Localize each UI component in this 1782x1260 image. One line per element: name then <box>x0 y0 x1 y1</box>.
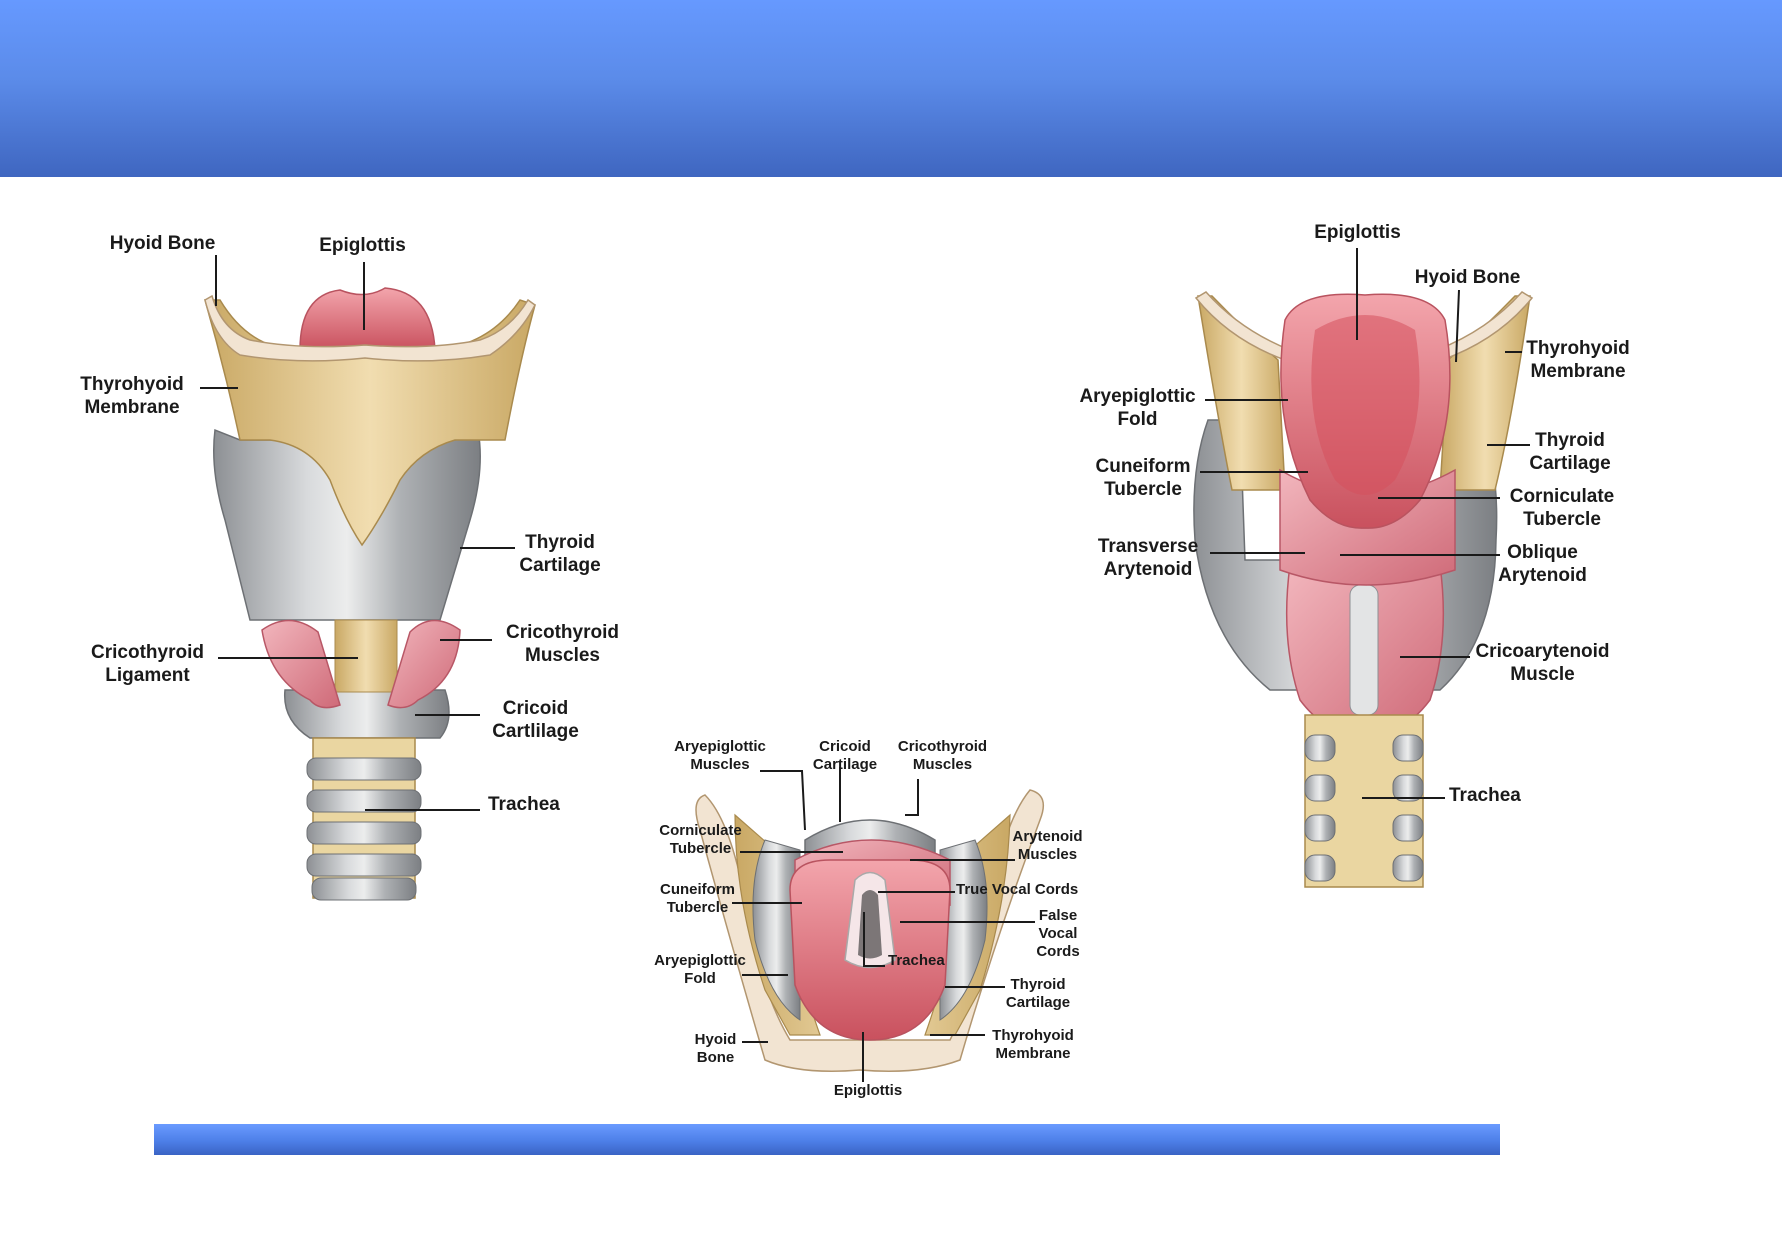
top-label-corniculate-tubercle: Corniculate Tubercle <box>648 822 753 858</box>
front-label-hyoid-bone: Hyoid Bone <box>90 233 235 256</box>
back-cricoid-midline <box>1350 585 1378 715</box>
top-label-thyroid-cartilage: Thyroid Cartilage <box>998 976 1078 1012</box>
front-label-cricothyroid-muscles: Cricothyroid Muscles <box>490 622 635 668</box>
top-label-epiglottis: Epiglottis <box>823 1082 913 1100</box>
front-label-thyrohyoid-membrane: Thyrohyoid Membrane <box>62 374 202 420</box>
front-left-cricothyroid-muscle-shape <box>262 620 340 707</box>
front-right-cricothyroid-muscle-shape <box>388 620 460 707</box>
back-label-thyrohyoid-membrane: Thyrohyoid Membrane <box>1518 338 1638 384</box>
back-label-cricoarytenoid-muscle: Cricoarytenoid Muscle <box>1470 641 1615 687</box>
back-label-cuneiform-tubercle: Cuneiform Tubercle <box>1083 456 1203 502</box>
front-cricothyroid-ligament-shape <box>335 620 397 692</box>
back-label-epiglottis: Epiglottis <box>1290 222 1425 245</box>
footer-bar <box>154 1124 1500 1155</box>
top-label-aryepiglottic-fold: Aryepiglottic Fold <box>645 952 755 988</box>
front-trachea-rings <box>307 758 421 900</box>
top-label-false-vocal-cords: False Vocal Cords <box>1022 907 1094 961</box>
front-label-thyroid-cartilage: Thyroid Cartilage <box>500 532 620 578</box>
front-epiglottis-shape <box>300 288 435 350</box>
top-label-aryepiglottic-muscles: Aryepiglottic Muscles <box>660 738 780 774</box>
back-label-thyroid-cartilage: Thyroid Cartilage <box>1520 430 1620 476</box>
back-label-corniculate-tubercle: Corniculate Tubercle <box>1502 486 1622 532</box>
front-label-cricothyroid-ligament: Cricothyroid Ligament <box>70 642 225 688</box>
top-label-trachea: Trachea <box>888 952 968 970</box>
back-label-trachea: Trachea <box>1449 785 1549 808</box>
front-label-epiglottis: Epiglottis <box>290 235 435 258</box>
top-label-cricothyroid-muscles: Cricothyroid Muscles <box>885 738 1000 774</box>
top-label-true-vocal-cords: True Vocal Cords <box>956 881 1096 899</box>
back-label-oblique-arytenoid: Oblique Arytenoid <box>1490 542 1595 588</box>
top-label-hyoid-bone: Hyoid Bone <box>683 1031 748 1067</box>
front-label-trachea: Trachea <box>488 794 598 817</box>
top-label-thyrohyoid-membrane: Thyrohyoid Membrane <box>983 1027 1083 1063</box>
back-label-aryepiglottic-fold: Aryepiglottic Fold <box>1070 386 1205 432</box>
top-label-arytenoid-muscles: Arytenoid Muscles <box>1005 828 1090 864</box>
top-label-cuneiform-tubercle: Cuneiform Tubercle <box>650 881 745 917</box>
top-label-cricoid-cartilage: Cricoid Cartilage <box>800 738 890 774</box>
back-label-transverse-arytenoid: Transverse Arytenoid <box>1083 536 1213 582</box>
back-label-hyoid-bone: Hyoid Bone <box>1400 267 1535 290</box>
front-label-cricoid-cartilage: Cricoid Cartlilage <box>478 698 593 744</box>
